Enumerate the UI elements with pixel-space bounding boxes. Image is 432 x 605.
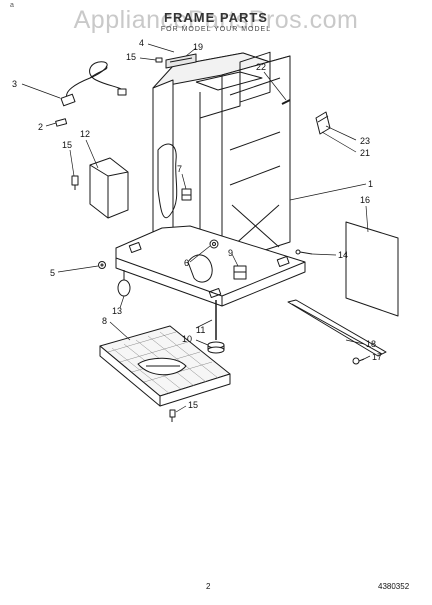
callout-16: 16 (360, 195, 370, 205)
callout-6: 6 (184, 258, 189, 268)
leader-lines (21, 43, 371, 413)
part-8-grille (99, 325, 231, 407)
callout-17: 17 (372, 352, 382, 362)
watermark: AppliancePartsPros.com (73, 6, 359, 34)
callout-15-top: 15 (126, 52, 136, 62)
part-13-fan (117, 270, 131, 297)
corner-mark: a (10, 2, 14, 9)
part-15-screw-left (71, 175, 79, 190)
callout-12: 12 (80, 129, 90, 139)
page-title: FRAME PARTS (164, 10, 268, 25)
part-17-screw (352, 357, 365, 365)
callout-10: 10 (182, 334, 192, 344)
callout-7: 7 (177, 164, 182, 174)
callout-23: 23 (360, 136, 370, 146)
part-6-grommet (209, 239, 219, 249)
part-9-bracket (233, 265, 247, 280)
part-12-panel (89, 157, 129, 219)
part-15-screw-top (155, 57, 163, 63)
page-subtitle: FOR MODEL YOUR MODEL (160, 26, 272, 33)
footer-page-number: 2 (206, 582, 211, 591)
part-23-latch (315, 111, 331, 135)
part-16-side-panel (345, 221, 399, 317)
part-15-screw-bottom (169, 409, 176, 422)
callout-11: 11 (196, 325, 205, 335)
callout-19: 19 (193, 42, 203, 52)
callout-3: 3 (12, 79, 17, 89)
part-2-plug (55, 118, 68, 127)
callout-15-left: 15 (62, 140, 72, 150)
part-22-pin (281, 99, 291, 105)
callout-14: 14 (338, 250, 348, 260)
part-7-clip (181, 188, 192, 201)
callout-15-bottom: 15 (188, 400, 198, 410)
callout-8: 8 (102, 316, 107, 326)
callout-labels: 4 19 15 3 2 12 15 22 23 21 7 1 16 14 5 6… (12, 38, 382, 410)
main-frame (152, 51, 291, 263)
callout-2: 2 (38, 122, 43, 132)
base-plate (115, 225, 306, 307)
part-5-screw (98, 261, 106, 269)
callout-21: 21 (360, 148, 370, 158)
callout-13: 13 (112, 306, 122, 316)
callout-5: 5 (50, 268, 55, 278)
part-14-screw (295, 249, 313, 255)
footer-document-code: 4380352 (378, 582, 410, 591)
part-10-foot (207, 341, 225, 354)
part-18-rail (287, 299, 387, 357)
callout-22: 22 (256, 62, 266, 72)
part-3-power-cord (60, 61, 127, 107)
callout-9: 9 (228, 248, 233, 258)
callout-1: 1 (368, 179, 373, 189)
callout-18: 18 (366, 339, 376, 349)
callout-4: 4 (139, 38, 144, 48)
